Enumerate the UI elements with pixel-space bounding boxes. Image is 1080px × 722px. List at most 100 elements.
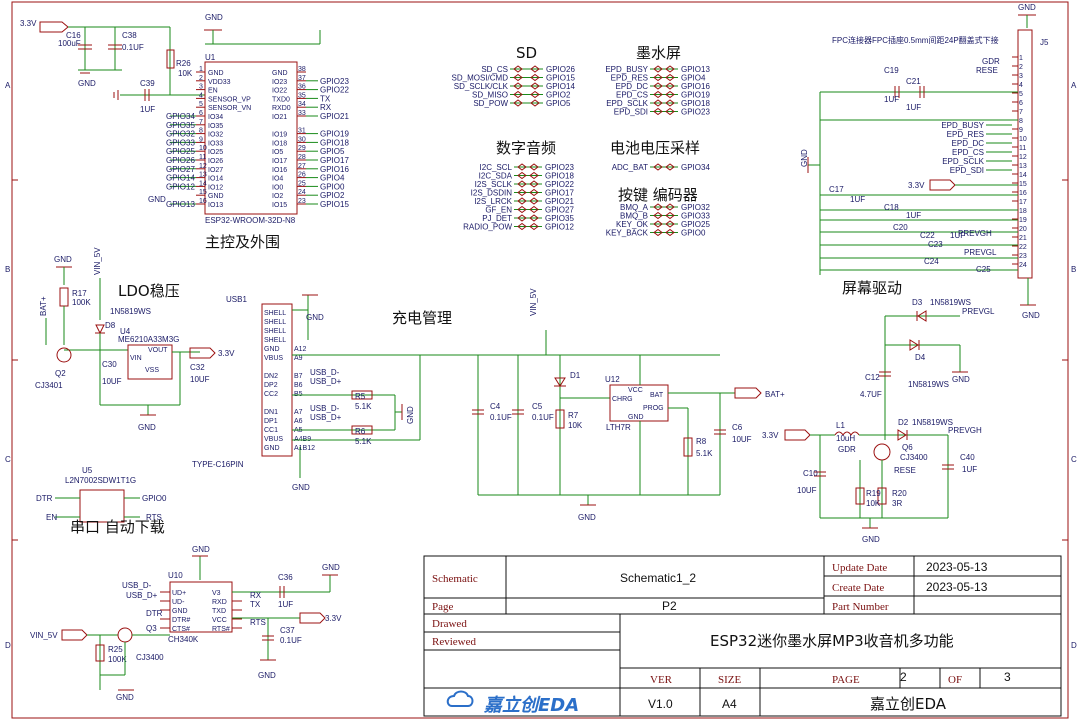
- section-keys: 按键 编码器: [618, 186, 698, 204]
- esp32-left-pin: IO32: [208, 132, 223, 139]
- c17-ref: C17: [829, 185, 844, 194]
- c16-ref: C16: [66, 31, 81, 40]
- section-charge: 充电管理: [392, 309, 452, 327]
- vin5v-ldo-label: VIN_5V: [93, 247, 102, 275]
- fpc-pin-num: 3: [1019, 73, 1023, 80]
- net-row-gpio: GPIO34: [681, 163, 710, 172]
- fpc-gdr: GDR: [982, 57, 1000, 66]
- usb-serial-ch340k: [169, 581, 233, 633]
- boost-prevgl: PREVGL: [962, 307, 995, 316]
- r7-ref: R7: [568, 411, 579, 420]
- ch340-left-pin: DTR#: [172, 617, 190, 624]
- ldo-u4: [127, 344, 173, 380]
- c32-value: 10UF: [190, 375, 210, 384]
- esp32-right-gpio-net: RX: [320, 103, 332, 112]
- resistor-r5: [351, 390, 373, 400]
- net-row-gpio: GPIO12: [545, 223, 574, 232]
- esp32-right-gpio-net: GPIO18: [320, 138, 349, 147]
- tb-schematic-name: Schematic1_2: [620, 571, 696, 585]
- boost-3v3: 3.3V: [762, 431, 779, 440]
- net-row-gpio: GPIO15: [546, 74, 575, 83]
- fpc-epd-signal: EPD_DC: [952, 139, 985, 148]
- fpc-pin-num: 9: [1019, 127, 1023, 134]
- esp32-right-pin: IO23: [272, 79, 287, 86]
- esp32-module: [204, 61, 298, 215]
- u4-value: ME6210A33M3G: [118, 335, 179, 344]
- ch340-dtr: DTR: [146, 609, 163, 618]
- net-row-signal: ADC_BAT: [612, 163, 648, 172]
- fpc-epd-signal: EPD_BUSY: [941, 121, 984, 130]
- resistor-r6: [351, 425, 373, 435]
- net-row-signal: I2C_SCL: [480, 163, 513, 172]
- esp32-left-pin-num: 2: [199, 75, 203, 82]
- c37-ref: C37: [280, 626, 295, 635]
- d3-value: 1N5819WS: [930, 298, 971, 307]
- tb-reviewed-label: Reviewed: [432, 636, 476, 648]
- ch340-right-pin: RTS#: [212, 626, 230, 633]
- net-row-signal: SD_CS: [481, 65, 508, 74]
- c10-ref: C10: [803, 469, 818, 478]
- fpc-pin-num: 6: [1019, 100, 1023, 107]
- jlc-eda-logo: 嘉立创EDA: [446, 690, 579, 716]
- r19-ref: R19: [866, 489, 881, 498]
- c40-ref: C40: [960, 453, 975, 462]
- row-label-b-right: B: [1071, 265, 1076, 274]
- esp32-right-pin-num: 27: [298, 163, 306, 170]
- esp32-left-pin: IO35: [208, 123, 223, 130]
- j5-ref: J5: [1040, 38, 1049, 47]
- net-row-signal: I2S_SCLK: [475, 180, 513, 189]
- esp32-left-pin-num: 10: [199, 145, 207, 152]
- esp32-left-pin: SENSOR_VP: [208, 96, 251, 103]
- net-row-signal: RADIO_POW: [463, 223, 512, 232]
- u4-vin: VIN: [130, 355, 142, 362]
- esp32-right-pin: IO5: [272, 149, 283, 156]
- usb-pin-num: A7: [294, 409, 303, 416]
- fpc-rese: RESE: [976, 66, 998, 75]
- q3-ref: Q3: [146, 624, 157, 633]
- usb-pin: GND: [264, 346, 280, 353]
- esp32-right-pin: RXD0: [272, 105, 291, 112]
- net-row-gpio: GPIO35: [545, 214, 574, 223]
- esp32-right-gpio-net: GPIO5: [320, 147, 345, 156]
- esp32-right-pin-num: 26: [298, 172, 306, 179]
- net-row-signal: PJ_DET: [482, 214, 512, 223]
- esp32-left-gpio-net: GPIO26: [166, 156, 195, 165]
- row-label-d: D: [5, 641, 11, 650]
- c16-value: 100uF: [58, 39, 81, 48]
- esp32-left-pin: EN: [208, 88, 218, 95]
- d2-ref: D2: [898, 418, 909, 427]
- net-row-gpio: GPIO0: [681, 229, 706, 238]
- esp32-right-gpio-net: GPIO0: [320, 182, 345, 191]
- esp32-left-gpio-net: GPIO14: [166, 174, 195, 183]
- resistor-r20: [877, 487, 887, 505]
- fpc-pin-num: 5: [1019, 91, 1023, 98]
- r26-value: 10K: [178, 69, 193, 78]
- ldo-block: GND R17 100K VIN_5V BAT+ D8 1N5819WS LDO…: [35, 247, 235, 432]
- c17-value: 1UF: [850, 195, 865, 204]
- fpc-pin-num: 21: [1019, 235, 1027, 242]
- q2-value: CJ3401: [35, 381, 63, 390]
- net-row-gpio: GPIO27: [545, 206, 574, 215]
- net-row-gpio: GPIO23: [681, 108, 710, 117]
- usb-pin: SHELL: [264, 319, 286, 326]
- gnd-label-c37: GND: [258, 671, 276, 680]
- l1-value: 10uH: [836, 434, 855, 443]
- c25-ref: C25: [976, 265, 991, 274]
- tb-part-label: Part Number: [832, 601, 889, 613]
- section-sd: SD: [516, 44, 537, 62]
- gnd-label-ldo: GND: [54, 255, 72, 264]
- net-3v3-label: 3.3V: [20, 19, 37, 28]
- usb-pin-num: B7: [294, 373, 303, 380]
- inductor-l1: [834, 431, 860, 436]
- usb-pin: VBUS: [264, 436, 283, 443]
- tb-company: 嘉立创EDA: [870, 695, 947, 713]
- fpc-epd-signals: EPD_BUSYEPD_RESEPD_DCEPD_CSEPD_SCLKEPD_S…: [941, 121, 1012, 175]
- esp32-left-pin: IO25: [208, 149, 223, 156]
- title-block: Schematic Schematic1_2 Page P2 Drawed Re…: [423, 555, 1062, 717]
- vin5v-ch340-label: VIN_5V: [30, 631, 58, 640]
- tb-create-value: 2023-05-13: [926, 580, 988, 594]
- usb-pin: DP1: [264, 418, 278, 425]
- esp32-right-pin-num: 36: [298, 84, 306, 91]
- gnd-label-fpc-bottom: GND: [1022, 311, 1040, 320]
